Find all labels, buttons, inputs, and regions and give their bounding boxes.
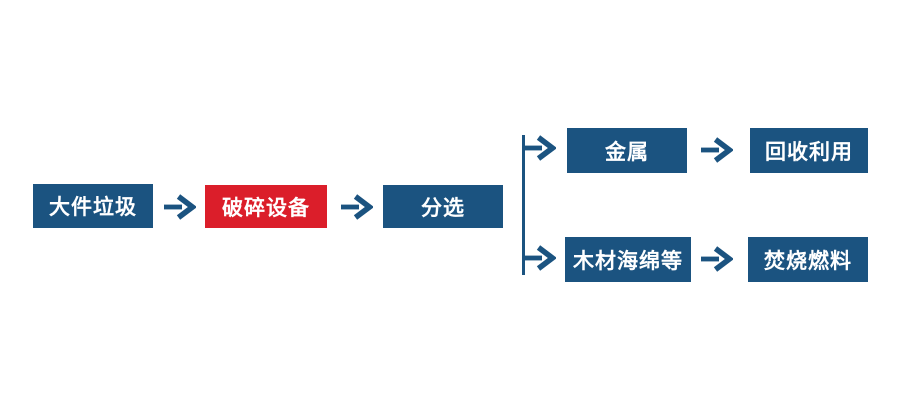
node-wood-sponge: 木材海绵等 — [565, 237, 691, 282]
arrow-right-icon — [701, 246, 733, 272]
node-incineration-fuel: 焚烧燃料 — [748, 237, 868, 282]
node-sorting: 分选 — [383, 185, 503, 228]
node-recycling: 回收利用 — [750, 128, 868, 173]
branch-connector-line — [522, 135, 525, 275]
branch-arrow-bottom-icon — [524, 245, 556, 271]
arrow-right-icon — [341, 194, 373, 220]
node-crushing-equipment: 破碎设备 — [205, 185, 327, 228]
node-bulky-waste: 大件垃圾 — [33, 184, 153, 228]
arrow-right-icon — [164, 194, 196, 220]
branch-arrow-top-icon — [524, 135, 556, 161]
arrow-right-icon — [701, 137, 733, 163]
node-metal: 金属 — [567, 128, 687, 173]
